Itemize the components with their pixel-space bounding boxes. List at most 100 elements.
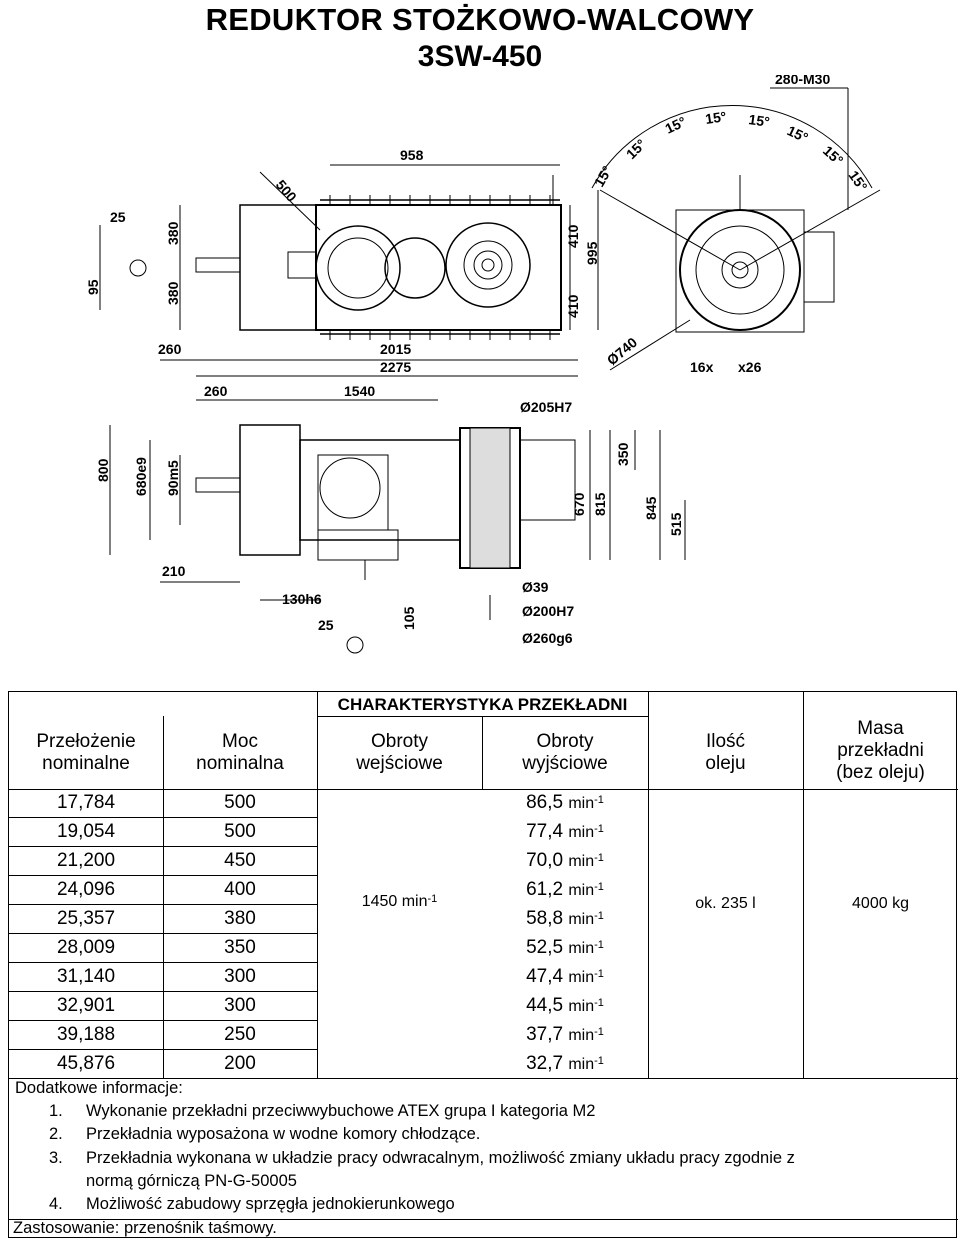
output-speed-cell: 37,7 min-1: [482, 1024, 648, 1047]
notes-heading: Dodatkowe informacje:: [15, 1079, 183, 1097]
dim-680e9: 680e9: [133, 457, 149, 496]
output-speed-cell: 58,8 min-1: [482, 908, 648, 931]
document-title: REDUKTOR STOŻKOWO-WALCOWY: [205, 2, 755, 37]
power-cell: 350: [224, 937, 256, 958]
unit-exponent: -1: [594, 823, 604, 835]
unit-label: min: [568, 824, 595, 841]
power-cell: 300: [224, 966, 256, 987]
dim-95: 95: [85, 279, 101, 295]
output-speed-cell: 32,7 min-1: [482, 1053, 648, 1076]
note-3-line-1: Przekładnia wykonana w układzie pracy od…: [86, 1149, 795, 1167]
dim-800: 800: [95, 458, 111, 482]
oil-amount: ok. 235 l: [695, 895, 756, 912]
angle-label: 15°: [591, 163, 615, 189]
dim-515: 515: [668, 512, 684, 536]
dim-25-bottom: 25: [318, 617, 334, 633]
angle-label: 15°: [785, 122, 811, 145]
dim-995: 995: [584, 241, 600, 265]
output-speed-value: 58,8: [526, 908, 564, 929]
power-cell: 500: [224, 792, 256, 813]
output-speed-value: 61,2: [526, 879, 564, 900]
ratio-cell: 19,054: [56, 821, 116, 842]
output-speed-cell: 47,4 min-1: [482, 966, 648, 989]
output-speed-cell: 86,5 min-1: [482, 792, 648, 815]
dim-210: 210: [162, 563, 186, 579]
angle-label: 15°: [846, 168, 871, 195]
ratio-cell: 32,901: [56, 995, 116, 1016]
angle-label: 15°: [704, 108, 727, 127]
dim-2275: 2275: [380, 359, 411, 375]
unit-exponent: -1: [594, 1026, 604, 1038]
unit-label: min: [568, 1056, 595, 1073]
dim-815: 815: [592, 492, 608, 516]
dim-205h7: Ø205H7: [520, 399, 572, 415]
unit-label: min: [568, 911, 595, 928]
technical-drawing: 500 958 25 380 380 95 410 995 410 260 20…: [85, 75, 881, 654]
unit-label: min: [568, 853, 595, 870]
power-cell: 500: [224, 821, 256, 842]
dim-260-top: 260: [158, 341, 182, 357]
unit-exponent: -1: [594, 794, 604, 806]
angle-label: 15°: [623, 136, 649, 162]
output-speed-value: 47,4: [526, 966, 564, 987]
input-speed-value: 1450 min-1: [361, 893, 438, 910]
dim-200h7: Ø200H7: [522, 603, 574, 619]
power-cell: 300: [224, 995, 256, 1016]
dim-380-top: 380: [165, 221, 181, 245]
power-cell: 380: [224, 908, 256, 929]
output-speed-cell: 77,4 min-1: [482, 821, 648, 844]
ratio-cell: 31,140: [56, 966, 116, 987]
unit-exponent: -1: [594, 997, 604, 1009]
unit-exponent: -1: [594, 1055, 604, 1067]
note-2-number: 2.: [49, 1125, 63, 1143]
dim-410-top: 410: [565, 224, 581, 248]
dim-740: Ø740: [604, 334, 641, 368]
dim-25: 25: [110, 209, 126, 225]
unit-label: min: [568, 940, 595, 957]
note-3-number: 3.: [49, 1149, 63, 1167]
output-speed-value: 52,5: [526, 937, 564, 958]
dim-350: 350: [615, 442, 631, 466]
note-4-number: 4.: [49, 1195, 63, 1213]
gearbox-mass: 4000 kg: [852, 895, 909, 912]
ratio-cell: 17,784: [56, 792, 116, 813]
output-speed-cell: 52,5 min-1: [482, 937, 648, 960]
power-cell: 200: [224, 1053, 256, 1074]
unit-label: min: [568, 1027, 595, 1044]
dim-1540: 1540: [344, 383, 375, 399]
output-speed-value: 77,4: [526, 821, 564, 842]
power-cell: 450: [224, 850, 256, 871]
dim-260-bottom: 260: [204, 383, 228, 399]
output-speed-cell: 61,2 min-1: [482, 879, 648, 902]
dim-90m5: 90m5: [165, 460, 181, 496]
dim-845: 845: [643, 496, 659, 520]
output-speed-value: 86,5: [526, 792, 564, 813]
dim-410-bottom: 410: [565, 294, 581, 318]
output-speed-value: 37,7: [526, 1024, 564, 1045]
table-caption: CHARAKTERYSTYKA PRZEKŁADNI: [337, 695, 628, 714]
unit-label: min: [568, 795, 595, 812]
power-cell: 400: [224, 879, 256, 900]
dim-x26: x26: [738, 359, 762, 375]
output-speed-value: 32,7: [526, 1053, 564, 1074]
dim-380-bottom: 380: [165, 281, 181, 305]
dim-500: 500: [273, 177, 300, 205]
unit-exponent: -1: [594, 881, 604, 893]
unit-label: min: [568, 998, 595, 1015]
model-number: 3SW-450: [417, 40, 543, 73]
ratio-cell: 24,096: [56, 879, 116, 900]
output-speed-value: 44,5: [526, 995, 564, 1016]
dim-130h6: 130h6: [282, 591, 322, 607]
angle-label: 15°: [748, 111, 771, 130]
dim-bolts: 16x: [690, 359, 714, 375]
angle-label: 15°: [663, 113, 689, 136]
dim-2015: 2015: [380, 341, 411, 357]
ratio-cell: 39,188: [56, 1024, 116, 1045]
angle-label: 15°: [820, 142, 846, 168]
unit-label: min: [568, 969, 595, 986]
